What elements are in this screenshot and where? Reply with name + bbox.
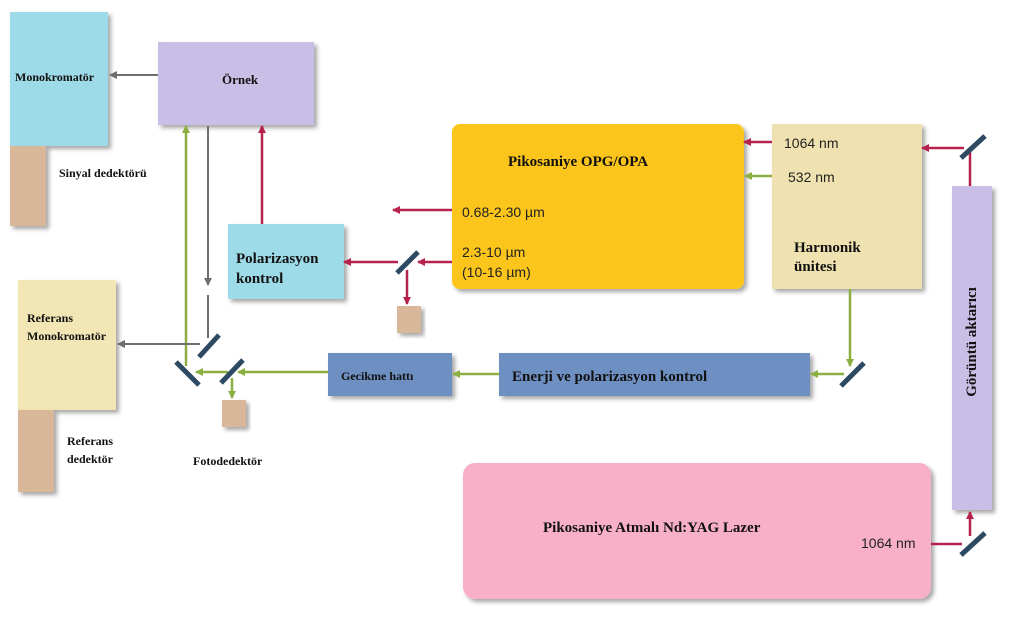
sinyal-dedektor-box bbox=[10, 146, 46, 226]
opg-range1-label: 0.68-2.30 µm bbox=[462, 204, 545, 220]
probe-beamsplitter bbox=[219, 358, 245, 385]
monokromator-label: Monokromatör bbox=[15, 70, 95, 84]
referans-dedektor-label-line2: dedektör bbox=[67, 452, 114, 466]
gray-beams bbox=[109, 71, 212, 348]
referans-label-line1: Referans bbox=[27, 311, 73, 325]
mirrors bbox=[174, 134, 987, 557]
polarizasyon-label-line1: Polarizasyon bbox=[236, 251, 319, 267]
ref-beamsplitter bbox=[197, 333, 221, 359]
opg-title: Pikosaniye OPG/OPA bbox=[508, 154, 648, 170]
referans-label-line2: Monokromatör bbox=[27, 329, 107, 343]
red-beams bbox=[258, 125, 974, 546]
goruntu-aktarici-box bbox=[952, 186, 992, 510]
harmonik-label-line2: ünitesi bbox=[794, 259, 837, 275]
polarizasyon-box bbox=[228, 224, 344, 299]
enerji-box bbox=[499, 353, 810, 396]
laser-box bbox=[463, 463, 931, 599]
harmonik-1064-label: 1064 nm bbox=[784, 135, 838, 151]
laser-output-label: 1064 nm bbox=[861, 535, 915, 551]
harmonik-box bbox=[772, 124, 922, 289]
referans-dedektor-label-line1: Referans bbox=[67, 434, 113, 448]
polarizasyon-label-line2: kontrol bbox=[236, 271, 283, 287]
fotodedektor-label: Fotodedektör bbox=[193, 454, 263, 468]
monokromator-box bbox=[10, 12, 108, 146]
laser-title: Pikosaniye Atmalı Nd:YAG Lazer bbox=[543, 520, 761, 536]
relay-bottom-mirror bbox=[959, 531, 987, 557]
relay-top-mirror bbox=[959, 134, 987, 160]
gecikme-box bbox=[328, 353, 452, 396]
opg-detector-box bbox=[397, 306, 421, 333]
harmonik-label-line1: Harmonik bbox=[794, 240, 861, 256]
goruntu-aktarici-label: Görüntü aktarıcı bbox=[964, 287, 980, 397]
ornek-box bbox=[158, 42, 314, 125]
opg-range2-label-line2: (10-16 µm) bbox=[462, 264, 531, 280]
harmonik-532-label: 532 nm bbox=[788, 169, 835, 185]
ornek-label: Örnek bbox=[222, 72, 259, 87]
referans-monokromator-box bbox=[18, 280, 116, 410]
sinyal-dedektoru-label: Sinyal dedektörü bbox=[59, 166, 147, 180]
gecikme-label: Gecikme hattı bbox=[341, 369, 414, 383]
referans-dedektor-box bbox=[18, 410, 54, 492]
green-beams bbox=[182, 125, 854, 399]
opg-opa-box bbox=[452, 124, 744, 289]
opg-range2-label-line1: 2.3-10 µm bbox=[462, 244, 525, 260]
opg-beamsplitter bbox=[395, 250, 420, 275]
probe-up-mirror bbox=[174, 360, 201, 387]
harmonik-out-mirror bbox=[839, 361, 866, 388]
fotodedektor-box bbox=[222, 400, 246, 427]
enerji-label: Enerji ve polarizasyon kontrol bbox=[512, 369, 707, 385]
